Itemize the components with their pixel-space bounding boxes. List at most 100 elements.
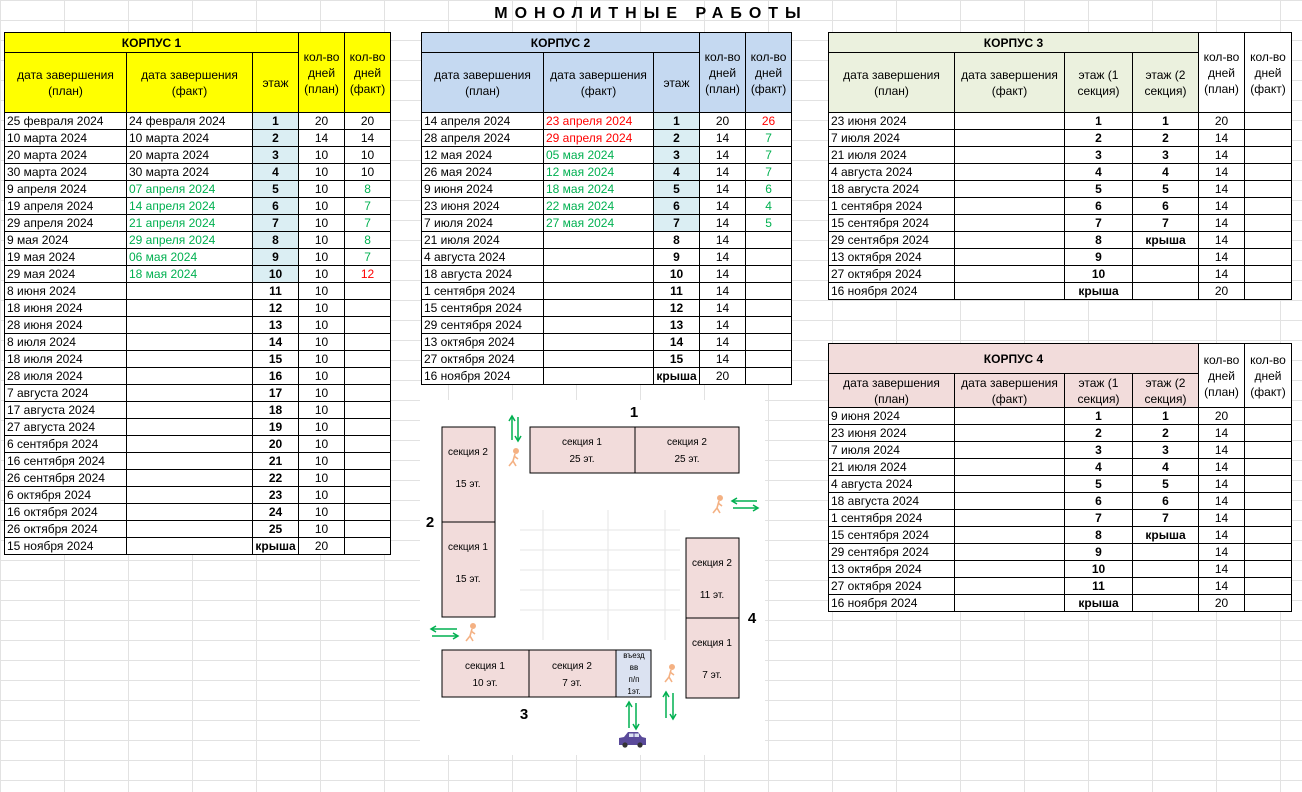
days-fact-cell: 7 bbox=[344, 197, 392, 215]
floor-section-2-cell: 2 bbox=[1132, 129, 1199, 147]
fact-date-cell bbox=[543, 299, 654, 317]
building-3-section-1-floors: 10 эт. bbox=[472, 678, 497, 689]
days-fact-cell: 7 bbox=[745, 146, 793, 164]
floor-cell: 15 bbox=[652, 350, 701, 368]
fact-date-cell bbox=[954, 560, 1065, 578]
building-2-section-1-name: секция 1 bbox=[448, 542, 488, 553]
floor-cell: 11 bbox=[652, 282, 701, 300]
days-fact-cell bbox=[1244, 594, 1292, 612]
building-3-section-1-name: секция 1 bbox=[465, 661, 505, 672]
plan-date-cell: 23 июня 2024 bbox=[828, 424, 955, 442]
days-plan-cell: 20 bbox=[1198, 282, 1245, 300]
floor-section-1-cell: 9 bbox=[1064, 543, 1133, 561]
floor-cell: 13 bbox=[251, 316, 300, 334]
days-plan-cell: 20 bbox=[1198, 594, 1245, 612]
days-plan-cell: 14 bbox=[699, 163, 747, 181]
fact-date-cell bbox=[954, 526, 1065, 544]
plan-date-cell: 21 июля 2024 bbox=[421, 231, 544, 249]
floor-cell: крыша bbox=[251, 537, 300, 555]
days-plan-cell: 10 bbox=[298, 282, 346, 300]
floor-cell: 24 bbox=[251, 503, 300, 521]
floor-section-2-cell bbox=[1132, 577, 1199, 595]
days-fact-header: кол-во дней (факт) bbox=[1244, 32, 1292, 113]
fact-date-cell bbox=[126, 520, 253, 538]
days-plan-cell: 10 bbox=[298, 452, 346, 470]
fact-date-cell bbox=[543, 231, 654, 249]
plan-date-cell: 9 апреля 2024 bbox=[4, 180, 127, 198]
floor-section-2-cell bbox=[1132, 282, 1199, 300]
plan-date-cell: 23 июня 2024 bbox=[828, 112, 955, 130]
fact-date-cell bbox=[954, 458, 1065, 476]
plan-date-cell: 4 августа 2024 bbox=[828, 163, 955, 181]
days-plan-cell: 14 bbox=[699, 231, 747, 249]
floor-section-2-cell: крыша bbox=[1132, 526, 1199, 544]
plan-date-cell: 27 октября 2024 bbox=[828, 265, 955, 283]
table-korpus-1: КОРПУС 1 кол-во дней (план) кол-во дней … bbox=[3, 32, 392, 555]
floor-cell: 8 bbox=[652, 231, 701, 249]
plan-date-cell: 18 августа 2024 bbox=[828, 492, 955, 510]
days-fact-cell bbox=[745, 367, 793, 385]
floor-section-2-cell bbox=[1132, 560, 1199, 578]
plan-date-cell: 12 мая 2024 bbox=[421, 146, 544, 164]
floor-section-2-header: этаж (2 секция) bbox=[1132, 52, 1199, 113]
floor-cell: 12 bbox=[251, 299, 300, 317]
floor-section-1-cell: 7 bbox=[1064, 214, 1133, 232]
page-title: МОНОЛИТНЫЕ РАБОТЫ bbox=[494, 5, 808, 22]
table-korpus-3: КОРПУС 3 кол-во дней (план) кол-во дней … bbox=[828, 32, 1292, 300]
plan-date-cell: 13 октября 2024 bbox=[828, 560, 955, 578]
floor-section-2-cell: 7 bbox=[1132, 214, 1199, 232]
days-fact-cell: 10 bbox=[344, 146, 392, 164]
days-fact-cell bbox=[1244, 180, 1292, 198]
site-plan-svg: секция 1 25 эт. секция 2 25 эт. 1 секция… bbox=[426, 404, 760, 748]
days-fact-cell bbox=[745, 316, 793, 334]
plan-date-header: дата завершения (план) bbox=[4, 52, 127, 113]
floor-cell: 9 bbox=[652, 248, 701, 266]
floor-cell: 13 bbox=[652, 316, 701, 334]
days-fact-cell bbox=[344, 367, 392, 385]
pedestrian-icon bbox=[664, 663, 676, 683]
floor-section-1-cell: 11 bbox=[1064, 577, 1133, 595]
floor-cell: 23 bbox=[251, 486, 300, 504]
plan-date-cell: 14 апреля 2024 bbox=[421, 112, 544, 130]
days-fact-cell bbox=[745, 299, 793, 317]
korpus-3-title: КОРПУС 3 bbox=[828, 32, 1199, 53]
fact-date-cell: 07 апреля 2024 bbox=[126, 180, 253, 198]
days-fact-cell: 12 bbox=[344, 265, 392, 283]
floor-cell: 19 bbox=[251, 418, 300, 436]
building-4-section-2-floors: 11 эт. bbox=[700, 590, 724, 601]
floor-section-1-cell: 7 bbox=[1064, 509, 1133, 527]
plan-date-cell: 15 ноября 2024 bbox=[4, 537, 127, 555]
days-plan-cell: 14 bbox=[699, 282, 747, 300]
plan-date-cell: 21 июля 2024 bbox=[828, 458, 955, 476]
fact-date-cell: 18 мая 2024 bbox=[543, 180, 654, 198]
table-korpus-2: КОРПУС 2 кол-во дней (план) кол-во дней … bbox=[420, 32, 793, 385]
days-fact-cell bbox=[344, 333, 392, 351]
days-fact-cell bbox=[745, 265, 793, 283]
building-3-entry bbox=[615, 649, 652, 698]
floor-cell: 3 bbox=[251, 146, 300, 164]
days-fact-cell bbox=[1244, 441, 1292, 459]
fact-date-cell bbox=[954, 475, 1065, 493]
plan-date-cell: 7 июля 2024 bbox=[828, 129, 955, 147]
days-plan-cell: 14 bbox=[1198, 543, 1245, 561]
days-fact-cell: 6 bbox=[745, 180, 793, 198]
fact-date-cell bbox=[954, 424, 1065, 442]
plan-date-cell: 10 марта 2024 bbox=[4, 129, 127, 147]
floor-section-1-cell: 10 bbox=[1064, 265, 1133, 283]
floor-cell: 18 bbox=[251, 401, 300, 419]
floor-section-1-cell: 1 bbox=[1064, 407, 1133, 425]
days-plan-cell: 10 bbox=[298, 180, 346, 198]
days-plan-cell: 10 bbox=[298, 367, 346, 385]
